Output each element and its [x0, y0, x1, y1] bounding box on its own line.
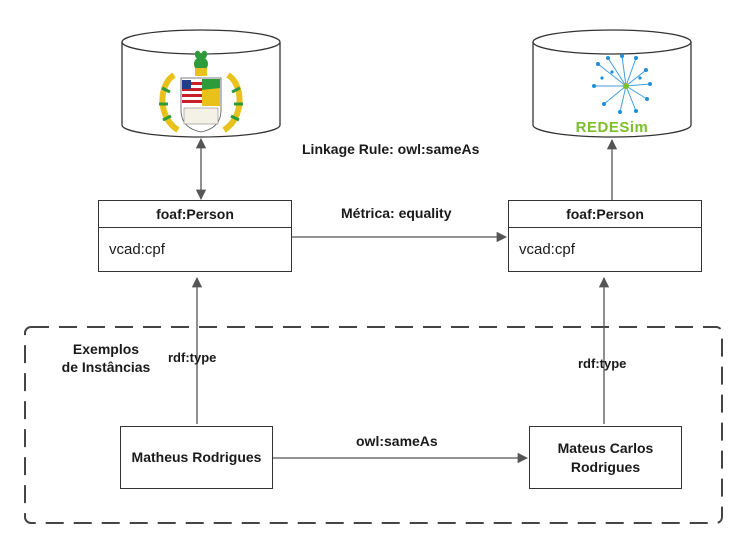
redesim-logo: REDESim — [576, 54, 652, 136]
left-class-title: foaf:Person — [99, 201, 291, 228]
same-as-label: owl:sameAs — [356, 433, 438, 449]
rdf-type-right-label: rdf:type — [578, 356, 627, 371]
left-class-attribute: vcad:cpf — [109, 241, 165, 258]
rdf-type-left-label: rdf:type — [168, 350, 217, 365]
instance-left-box: Matheus Rodrigues — [120, 426, 273, 489]
metric-label: Métrica: equality — [341, 205, 452, 221]
redesim-logo-text: REDESim — [576, 119, 649, 136]
linkage-rule-label: Linkage Rule: owl:sameAs — [302, 141, 480, 157]
right-class-title: foaf:Person — [509, 201, 701, 228]
left-class-box: foaf:Person vcad:cpf — [98, 200, 292, 272]
bahia-coat-of-arms-logo — [159, 50, 243, 133]
instance-right-box: Mateus Carlos Rodrigues — [529, 426, 682, 489]
instance-left-name: Matheus Rodrigues — [131, 449, 262, 465]
examples-region — [24, 326, 723, 524]
right-database-cylinder — [532, 29, 692, 138]
examples-label: Exemplos de Instâncias — [61, 341, 151, 375]
right-class-attribute: vcad:cpf — [519, 241, 575, 258]
instance-right-name: Mateus Carlos Rodrigues — [557, 439, 654, 475]
right-class-box: foaf:Person vcad:cpf — [508, 200, 702, 272]
